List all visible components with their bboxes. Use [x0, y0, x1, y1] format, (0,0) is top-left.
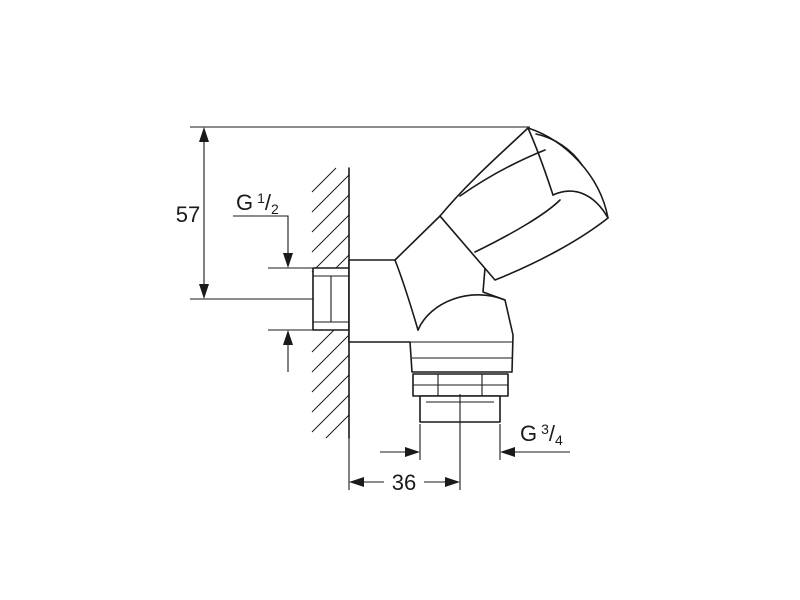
- depth-dimension: 36: [349, 470, 460, 495]
- arrow-up-icon: [199, 127, 209, 142]
- arrow-down-icon: [199, 284, 209, 299]
- arrow-left-icon: [500, 447, 515, 457]
- height-dimension: 57: [176, 126, 530, 300]
- arrow-right-icon: [405, 447, 420, 457]
- depth-dimension-label: 36: [392, 470, 416, 495]
- inlet-nipple: [312, 267, 350, 331]
- valve-body: [348, 215, 514, 373]
- arrow-left-icon: [349, 477, 364, 487]
- arrow-right-icon: [445, 477, 460, 487]
- valve-handle: [439, 127, 609, 281]
- arrow-up-icon: [283, 330, 293, 345]
- wall-hatching: [311, 167, 350, 439]
- height-dimension-label: 57: [176, 202, 200, 227]
- center-lines: [348, 394, 461, 490]
- arrow-down-icon: [283, 253, 293, 268]
